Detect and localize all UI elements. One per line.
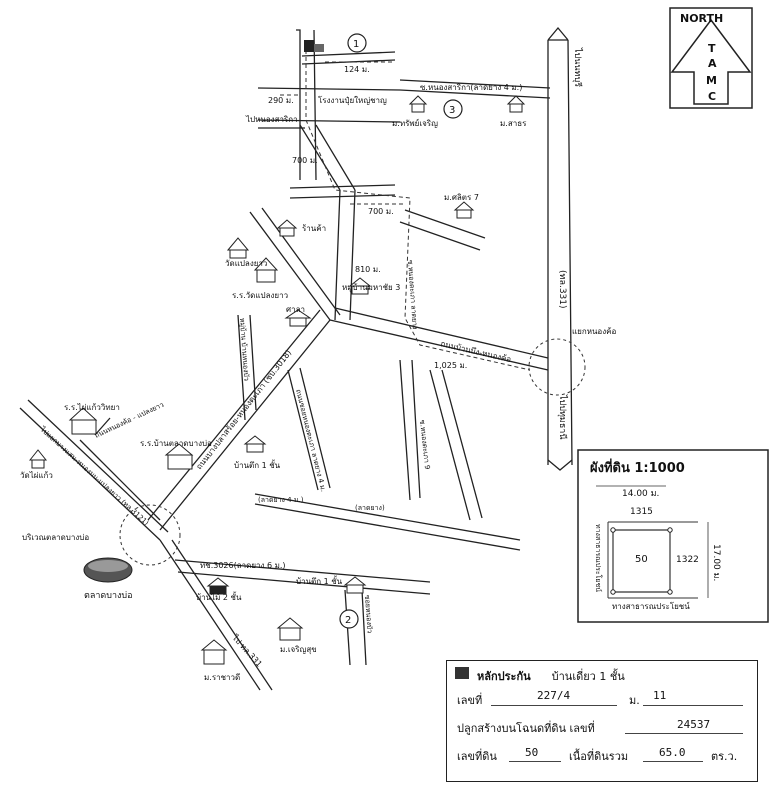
- house-icon: [276, 617, 304, 641]
- north-letter-t: T: [708, 42, 716, 55]
- north-letter-m: M: [706, 74, 717, 87]
- north-title: NORTH: [680, 12, 723, 25]
- factory-icon: [304, 40, 324, 52]
- plot-bottom-road: ทางสาธารณประโยชน์: [612, 601, 690, 611]
- place-wat-nongbua: วัดแปลงยาว: [225, 259, 267, 268]
- house-icon: [408, 95, 428, 113]
- school-icon: [253, 257, 279, 283]
- place-school-nongbua: ร.ร.วัดแปลงยาว: [232, 291, 288, 300]
- road-bang-saen: ไปแยกบางแสน-หนองมน-แปลงยาว (ทล.3121): [38, 424, 151, 527]
- place-village-rungsuk: ม.เจริญสุข: [280, 645, 317, 654]
- distance-700b: 700 ม.: [368, 207, 394, 216]
- place-village-silp: ม.ศลิตร 7: [444, 193, 479, 202]
- place-school-left: ร.ร.ไผ่แก้ววิทยา: [64, 403, 120, 412]
- plot-parcel-top: 1315: [630, 507, 653, 517]
- house-icon: [243, 435, 267, 453]
- road-soi-far-vertical: ซ.หนองตะเภา 9: [418, 419, 431, 469]
- house-no-label: เลขที่: [457, 694, 483, 707]
- road-route-331: (ทล.331): [557, 270, 567, 309]
- place-house-1floor: บ้านตึก 1 ชั้น: [234, 459, 281, 470]
- highway-331: [547, 39, 573, 466]
- road-soi-right-vertical: ซ.หนองตะเภา ลาดยาง: [406, 260, 419, 330]
- house-icon: [276, 219, 298, 237]
- place-school-market: ร.ร.บ้านตลาดบางบ่อ: [140, 439, 212, 448]
- house-icon: [348, 277, 372, 295]
- road-to-nong-sarika: ไปหนองสาริกา: [245, 115, 298, 124]
- road-lat-yang-4: (ลาดยาง 4 ม.): [258, 496, 304, 504]
- marker-1: [347, 33, 367, 53]
- north-letter-c: C: [708, 90, 716, 103]
- place-factory: โรงงานปุ๋ยใหญ่ชาญ: [318, 95, 387, 105]
- road-vertical-soi-bottom: ซอยหนองบัว: [363, 595, 374, 634]
- land-no-value: 50: [525, 746, 539, 759]
- place-market: ตลาดบางบ่อ: [84, 591, 133, 601]
- road-soi-3026: ทช.3026(ลาดยาง 6 ม.): [200, 561, 286, 570]
- house-icon: [506, 95, 526, 113]
- place-village-mahachai: หมู่บ้านมหาชัย 3: [342, 283, 400, 293]
- market-basket-icon: [83, 557, 133, 583]
- north-arrow: [669, 7, 753, 109]
- collateral-label: หลักประกัน: [477, 670, 531, 683]
- distance-810: 810 ม.: [355, 265, 381, 274]
- place-house-1floor-b: บ้านตึก 1 ชั้น: [296, 575, 343, 586]
- marker-2-label: 2: [345, 615, 351, 626]
- distance-700a: 700 ม.: [292, 156, 318, 165]
- deed-label: ปลูกสร้างบนโฉนดที่ดิน เลขที่: [457, 722, 595, 735]
- collateral-info-box: หลักประกัน บ้านเดี่ยว 1 ชั้น เลขที่ 227/…: [446, 660, 758, 782]
- sala-icon: [284, 309, 312, 327]
- land-no-label: เลขที่ดิน: [457, 750, 497, 763]
- road-nong-kho-junction: แยกหนองค้อ: [572, 327, 616, 336]
- distance-290: 290 ม.: [268, 96, 294, 105]
- marker-3-label: 3: [449, 105, 455, 116]
- road-nong-sarika-soi: ซ.หนองสาริกา(ลาดยาง 4 ม.): [420, 83, 522, 92]
- road-to-pathum: ไปปทุมธานี: [557, 394, 568, 440]
- place-sala: ศาลา: [286, 305, 305, 314]
- plot-width: 14.00 ม.: [622, 489, 659, 499]
- school-icon: [68, 407, 98, 435]
- plot-side-road: ทางสาธารณประโยชน์: [594, 524, 603, 592]
- deed-value: 24537: [677, 718, 711, 731]
- road-to-331-bottom: ไป ทล.331: [230, 633, 264, 669]
- road-lat-yang-right: (ลาดยาง): [355, 504, 385, 512]
- plot-title: ผังที่ดิน 1:1000: [590, 458, 685, 476]
- temple-icon: [28, 449, 48, 469]
- school-icon: [164, 443, 194, 470]
- house-no-value: 227/4: [537, 689, 571, 702]
- distance-1025: 1,025 ม.: [434, 361, 467, 370]
- road-market-area: บริเวณตลาดบางบ่อ: [22, 533, 89, 542]
- area-value: 65.0: [659, 746, 686, 759]
- road-soi-mid-vertical: ถนนซอยหนองตะเภา ลาดยาง 4 ม.: [294, 389, 327, 493]
- area-label: เนื้อที่ดินรวม: [569, 750, 629, 763]
- plot-height: 17.00 ม.: [711, 544, 721, 581]
- temple-icon: [226, 237, 250, 259]
- plot-parcel-right: 1322: [676, 555, 699, 565]
- place-village-sap: ม.ทรัพย์เจริญ: [392, 118, 438, 128]
- place-house-2floor: บ้านไม้ 2 ชั้น: [196, 591, 242, 602]
- place-shop: ร้านค้า: [302, 224, 326, 233]
- house-icon: [343, 576, 367, 594]
- moo-value: 11: [653, 689, 667, 702]
- distance-124: 124 ม.: [344, 65, 370, 74]
- road-to-nonthaburi: ไปนนทบุรี: [572, 47, 583, 87]
- house-square-icon: [455, 667, 469, 679]
- house-icon: [453, 201, 475, 219]
- house-icon: [200, 639, 228, 665]
- area-unit: ตร.ว.: [711, 750, 738, 763]
- plot-diagram: [577, 449, 769, 623]
- place-wat-left: วัดไผ่แก้ว: [20, 471, 53, 480]
- plot-parcel-main: 50: [635, 554, 648, 565]
- marker-2: [339, 609, 359, 629]
- house-icon: [206, 577, 230, 595]
- north-letter-a: A: [708, 57, 717, 70]
- marker-1-label: 1: [353, 39, 359, 50]
- place-village-sathorn: ม.สาธร: [500, 119, 527, 128]
- place-village-rachawadee: ม.ราชาวดี: [204, 673, 240, 682]
- collateral-value: บ้านเดี่ยว 1 ชั้น: [551, 670, 625, 683]
- moo-label: ม.: [629, 694, 640, 707]
- marker-3: [443, 99, 463, 119]
